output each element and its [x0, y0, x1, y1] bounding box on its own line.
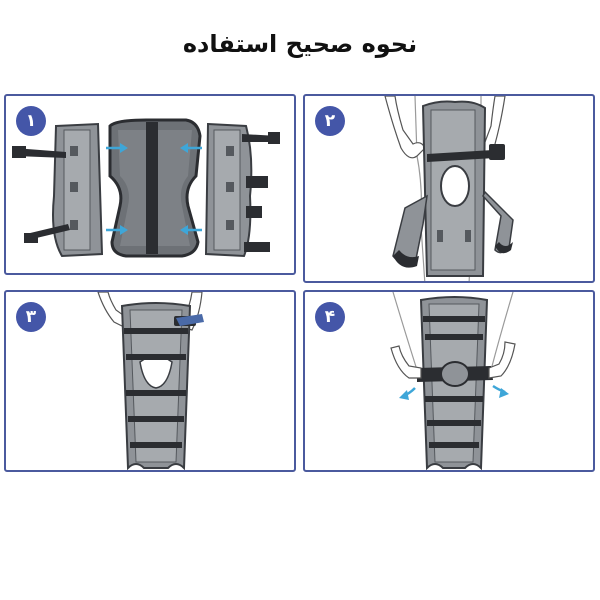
brace-parts-illustration	[12, 118, 280, 258]
step-panel-1: ۱	[4, 94, 296, 275]
brace-closed-illustration	[97, 292, 204, 470]
arrow-icon	[399, 384, 509, 400]
brace-closed	[417, 296, 493, 470]
step-panel-3: ۳	[4, 290, 296, 472]
left-side-strip	[12, 122, 104, 258]
right-side-strip	[204, 122, 280, 258]
brace-closed	[120, 302, 204, 470]
step-number-badge: ۳	[16, 302, 46, 332]
brace-wrap	[392, 100, 514, 277]
page-title: نحوه صحیح استفاده	[182, 30, 418, 58]
leg-outline	[392, 292, 514, 371]
step-number-badge: ۲	[315, 106, 345, 136]
step-number-badge: ۴	[315, 302, 345, 332]
step-panel-4: ۴	[303, 290, 595, 472]
center-pad	[108, 118, 202, 258]
step-number-badge: ۱	[16, 106, 46, 136]
step-panel-2: ۲	[303, 94, 595, 283]
arrow-icon	[106, 143, 202, 235]
brace-tighten-illustration	[390, 292, 516, 470]
hand-icon	[390, 341, 516, 379]
brace-wrap-illustration	[384, 96, 514, 281]
